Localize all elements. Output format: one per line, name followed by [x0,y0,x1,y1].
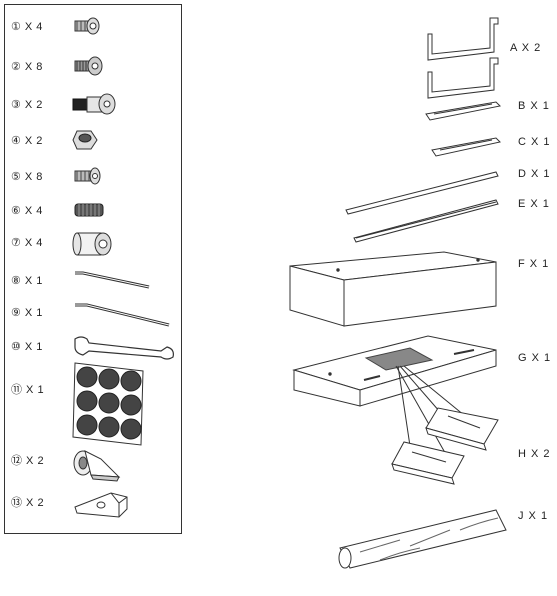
shoulder-bolt-icon [72,93,116,115]
hardware-item-label: ⑧ X 1 [11,275,43,287]
button-bolt-icon [74,56,103,76]
hardware-item-label: ⑫ X 2 [11,455,45,467]
nut-icon [72,130,98,150]
felt-pads-icon [72,362,144,446]
part-label-b: B X 1 [518,100,550,112]
hardware-item-label: ⑥ X 4 [11,205,43,217]
drawer-tray-drawing [391,365,499,485]
hardware-item-label: ④ X 2 [11,135,43,147]
short-bolt-icon [74,17,100,35]
hardware-item-label: ⑩ X 1 [11,341,43,353]
lower-rail-drawing [431,137,502,157]
upper-rail-drawing [425,101,502,121]
leg-frame-drawing [427,17,499,99]
hardware-item-label: ② X 8 [11,61,43,73]
wrench-icon [74,336,174,360]
long-bar-drawing [345,171,499,215]
set-screw-icon [74,203,104,217]
hardware-item-label: ① X 4 [11,21,43,33]
hardware-item-label: ⑨ X 1 [11,307,43,319]
part-label-a: A X 2 [510,42,542,54]
hardware-item-label: ⑬ X 2 [11,497,45,509]
long-channel-drawing [353,199,499,243]
keyboard-panel-drawing [292,335,497,407]
hex-key-long-icon [75,303,170,327]
part-label-j: J X 1 [518,510,549,522]
hardware-item-label: ⑪ X 1 [11,384,45,396]
flat-head-screw-icon [74,167,101,185]
hardware-item-label: ⑤ X 8 [11,171,43,183]
caster-wheel-icon [73,450,121,482]
part-label-e: E X 1 [518,198,550,210]
hardware-item-label: ⑦ X 4 [11,237,43,249]
cylinder-rod-drawing [338,509,507,569]
mounting-bracket-icon [74,492,128,518]
hardware-item-label: ③ X 2 [11,99,43,111]
part-label-h: H X 2 [518,448,551,460]
barrel-nut-icon [72,232,112,256]
part-label-g: G X 1 [518,352,552,364]
part-label-c: C X 1 [518,136,551,148]
part-label-d: D X 1 [518,168,551,180]
hex-key-short-icon [75,271,150,289]
top-panel-drawing [289,251,497,327]
hardware-list-box: ① X 4 ② X 8 ③ X 2 ④ X 2 [4,4,182,534]
part-label-f: F X 1 [518,258,550,270]
